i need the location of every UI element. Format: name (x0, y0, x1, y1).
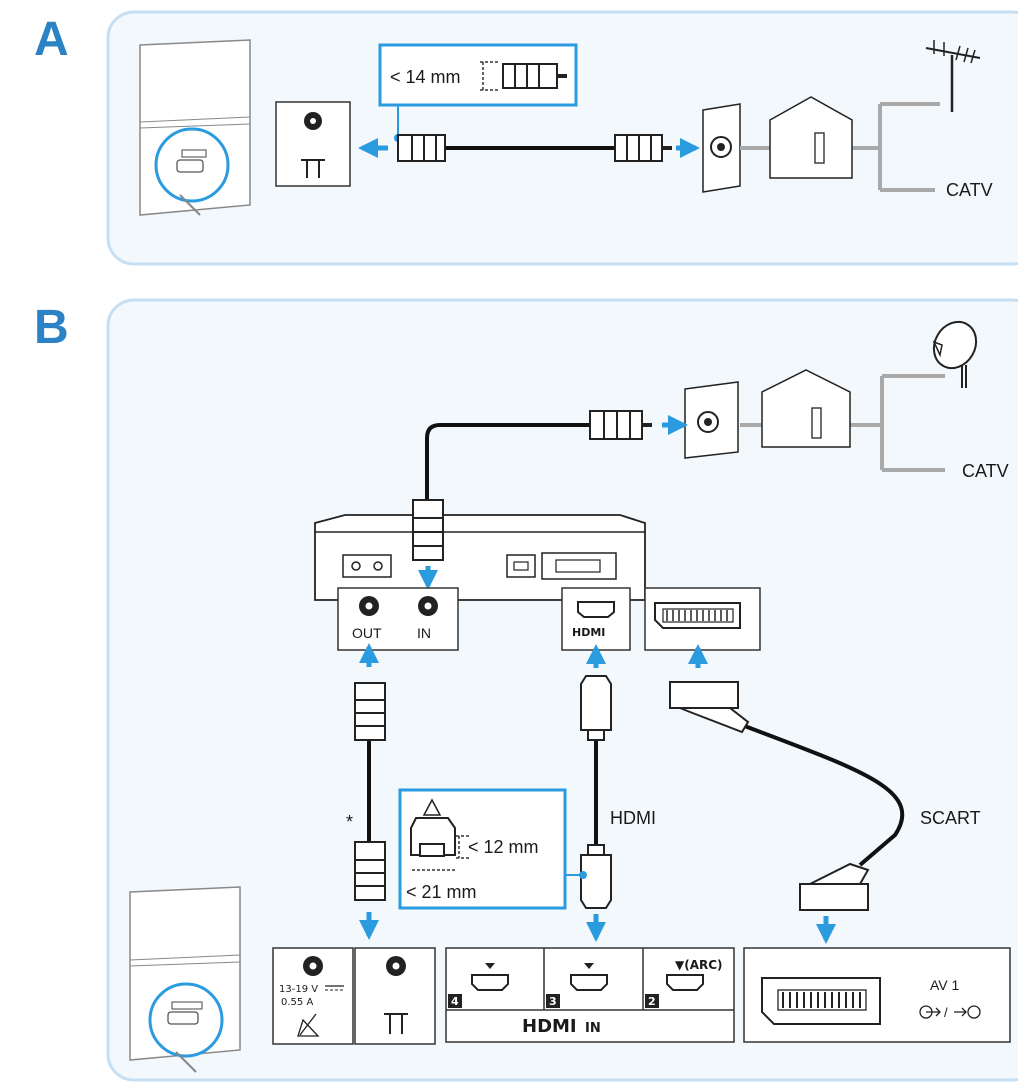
coax-connector-icon (412, 499, 444, 561)
wall-socket-b (684, 381, 739, 459)
hdmi-connector-icon (580, 675, 612, 909)
coax-connector-icon (397, 134, 672, 162)
section-a-letter: A (34, 13, 69, 66)
tv-icon (129, 886, 241, 1073)
box-scart-panel (644, 587, 761, 651)
av-out-icon (954, 1007, 967, 1017)
satellite-input-icon: 13-19 V 0.55 A (272, 947, 354, 1045)
section-a-panel (106, 10, 1018, 266)
dimension-label-a: < 14 mm (390, 67, 461, 87)
scart-input-panel: AV 1 / (743, 947, 1011, 1043)
scart-connector-icon (669, 681, 870, 911)
house-icon (769, 96, 853, 179)
hdmi-cable-label: HDMI (610, 808, 656, 828)
antenna-icon (925, 40, 981, 112)
antenna-input-icon (354, 947, 436, 1045)
hdmi-arc-label: ▼(ARC) (675, 958, 723, 972)
hdmi-in-logo: HDMI (522, 1016, 577, 1037)
coax-connector-icon (354, 682, 386, 901)
svg-text:/: / (944, 1005, 948, 1020)
section-a: A < 14 mm (34, 10, 1018, 266)
box-antenna-panel: OUT IN (337, 587, 459, 651)
wall-socket-a (702, 103, 741, 193)
sat-current-label: 0.55 A (281, 997, 313, 1008)
catv-label-b: CATV (962, 461, 1009, 481)
coax-cable-a (358, 134, 700, 162)
scart-cable-label: SCART (920, 808, 981, 828)
antenna-input-icon (275, 101, 351, 187)
hdmi-in-suffix: IN (585, 1021, 601, 1036)
hdmi-port-4: 4 (451, 995, 459, 1008)
dimension-height-label: < 12 mm (468, 837, 539, 857)
hdmi-port-2: 2 (648, 995, 656, 1008)
av-label: AV 1 (930, 977, 960, 993)
asterisk-note: * (346, 812, 353, 832)
box-in-label: IN (417, 625, 431, 641)
box-out-label: OUT (352, 625, 382, 641)
hdmi-in-panel: 4 3 ▼(ARC) 2 HDMI IN (445, 947, 735, 1043)
dimension-width-label: < 21 mm (406, 882, 477, 902)
sat-voltage-label: 13-19 V (279, 984, 318, 995)
section-b-panel (106, 298, 1018, 1082)
catv-label-a: CATV (946, 180, 993, 200)
section-b-letter: B (34, 301, 69, 354)
coax-connector-icon (589, 410, 652, 440)
hdmi-port-3: 3 (549, 995, 557, 1008)
tv-icon (139, 39, 251, 216)
house-icon (761, 369, 851, 448)
box-hdmi-logo: HDMI (572, 626, 605, 639)
box-hdmi-panel: HDMI (561, 587, 631, 651)
dimension-callout-a: < 14 mm (378, 43, 578, 142)
section-b: B CATV (34, 298, 1018, 1082)
dimension-callout-b: < 12 mm < 21 mm (398, 788, 587, 910)
set-top-box (314, 514, 646, 601)
satellite-dish-icon (932, 320, 978, 388)
